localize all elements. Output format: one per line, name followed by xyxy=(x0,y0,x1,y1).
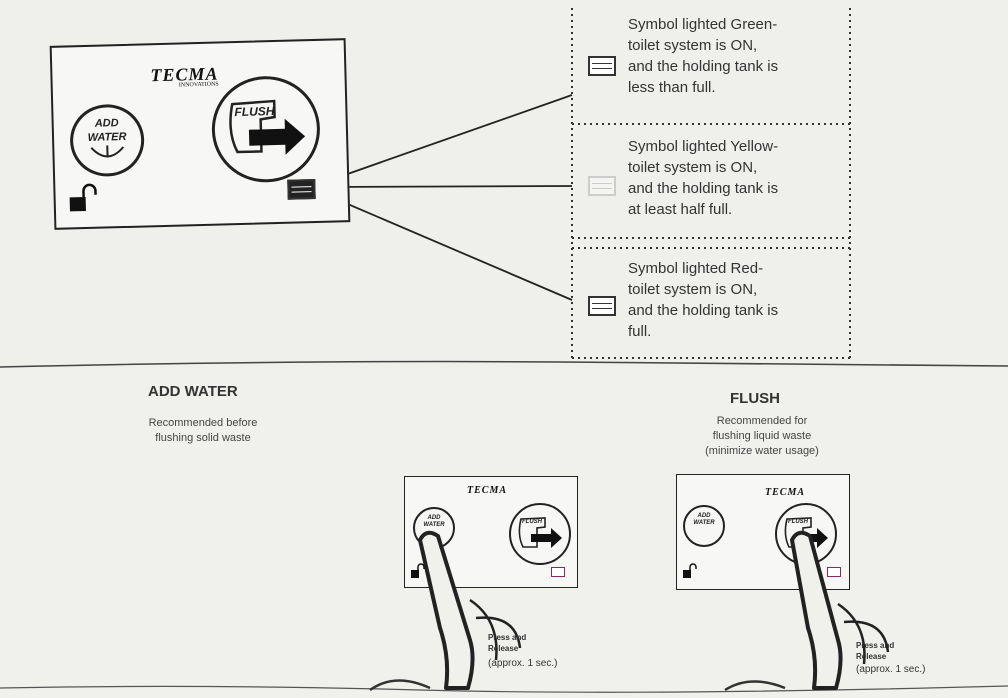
note-line: toilet system is ON, xyxy=(628,281,758,298)
desc-line: flushing solid waste xyxy=(155,432,251,444)
desc-line: Recommended before xyxy=(148,417,258,429)
add-water-description: Recommended before flushing solid waste xyxy=(118,416,288,446)
green-tank-icon xyxy=(588,56,616,76)
flush-button-small[interactable]: FLUSH xyxy=(775,503,837,565)
caption-line: Press and xyxy=(488,633,527,642)
add-water-icon xyxy=(90,145,125,158)
caption-line: Release xyxy=(488,644,519,653)
lock-icon-small xyxy=(683,563,697,578)
tank-level-indicator-small xyxy=(827,567,841,577)
note-line: and the holding tank is xyxy=(628,180,779,197)
flush-caption: Press and Release (approx. 1 sec.) xyxy=(856,640,925,675)
flush-icon xyxy=(229,99,306,155)
add-water-button-small[interactable]: ADD WATER xyxy=(683,505,725,547)
note-line: Symbol lighted Yellow- xyxy=(628,138,779,155)
note-line: Symbol lighted Green- xyxy=(628,16,778,33)
desc-line: flushing liquid waste xyxy=(712,430,812,442)
water-label-small: WATER xyxy=(693,520,715,526)
caption-line: Release xyxy=(856,652,887,661)
note-line: toilet system is ON, xyxy=(628,37,758,54)
tecma-logo-small: TECMA xyxy=(467,485,508,496)
note-line: at least half full. xyxy=(628,201,733,218)
yellow-tank-icon xyxy=(588,176,616,196)
red-indicator-note: Symbol lighted Red- toilet system is ON,… xyxy=(628,258,778,342)
caption-line: (approx. 1 sec.) xyxy=(856,664,926,675)
flush-title: FLUSH xyxy=(730,390,780,407)
lock-icon-small xyxy=(411,563,425,578)
note-line: toilet system is ON, xyxy=(628,159,758,176)
flush-label-small: FLUSH xyxy=(788,519,808,525)
add-water-title: ADD WATER xyxy=(148,383,238,400)
flush-label-small: FLUSH xyxy=(522,519,542,525)
desc-line: (minimize water usage) xyxy=(705,445,819,457)
flush-description: Recommended for flushing liquid waste (m… xyxy=(672,414,852,459)
add-label-small: ADD xyxy=(697,513,711,519)
yellow-indicator-note: Symbol lighted Yellow- toilet system is … xyxy=(628,136,778,220)
add-water-button[interactable]: ADD WATER xyxy=(69,103,146,178)
green-indicator-note: Symbol lighted Green- toilet system is O… xyxy=(628,14,778,98)
add-water-caption: Press and Release (approx. 1 sec.) xyxy=(488,632,557,669)
note-line: and the holding tank is xyxy=(628,302,779,319)
note-line: full. xyxy=(628,323,652,340)
caption-line: (approx. 1 sec.) xyxy=(488,658,558,669)
note-line: Symbol lighted Red- xyxy=(628,260,764,277)
control-panel-small-flush: TECMA ADD WATER FLUSH xyxy=(676,474,850,590)
note-line: less than full. xyxy=(628,79,716,96)
add-water-button-small[interactable]: ADD WATER xyxy=(413,507,455,549)
red-tank-icon xyxy=(588,296,616,316)
tank-level-indicator-small xyxy=(551,567,565,577)
caption-line: Press and xyxy=(856,641,895,650)
flush-button[interactable]: FLUSH xyxy=(210,74,322,184)
desc-line: Recommended for xyxy=(716,415,808,427)
tecma-logo-small: TECMA xyxy=(765,487,806,498)
add-label-small: ADD xyxy=(427,515,441,521)
flush-button-small[interactable]: FLUSH xyxy=(509,503,571,565)
water-label-small: WATER xyxy=(423,522,445,528)
flush-icon-small xyxy=(518,517,562,548)
note-line: and the holding tank is xyxy=(628,58,779,75)
lock-icon xyxy=(69,183,97,212)
